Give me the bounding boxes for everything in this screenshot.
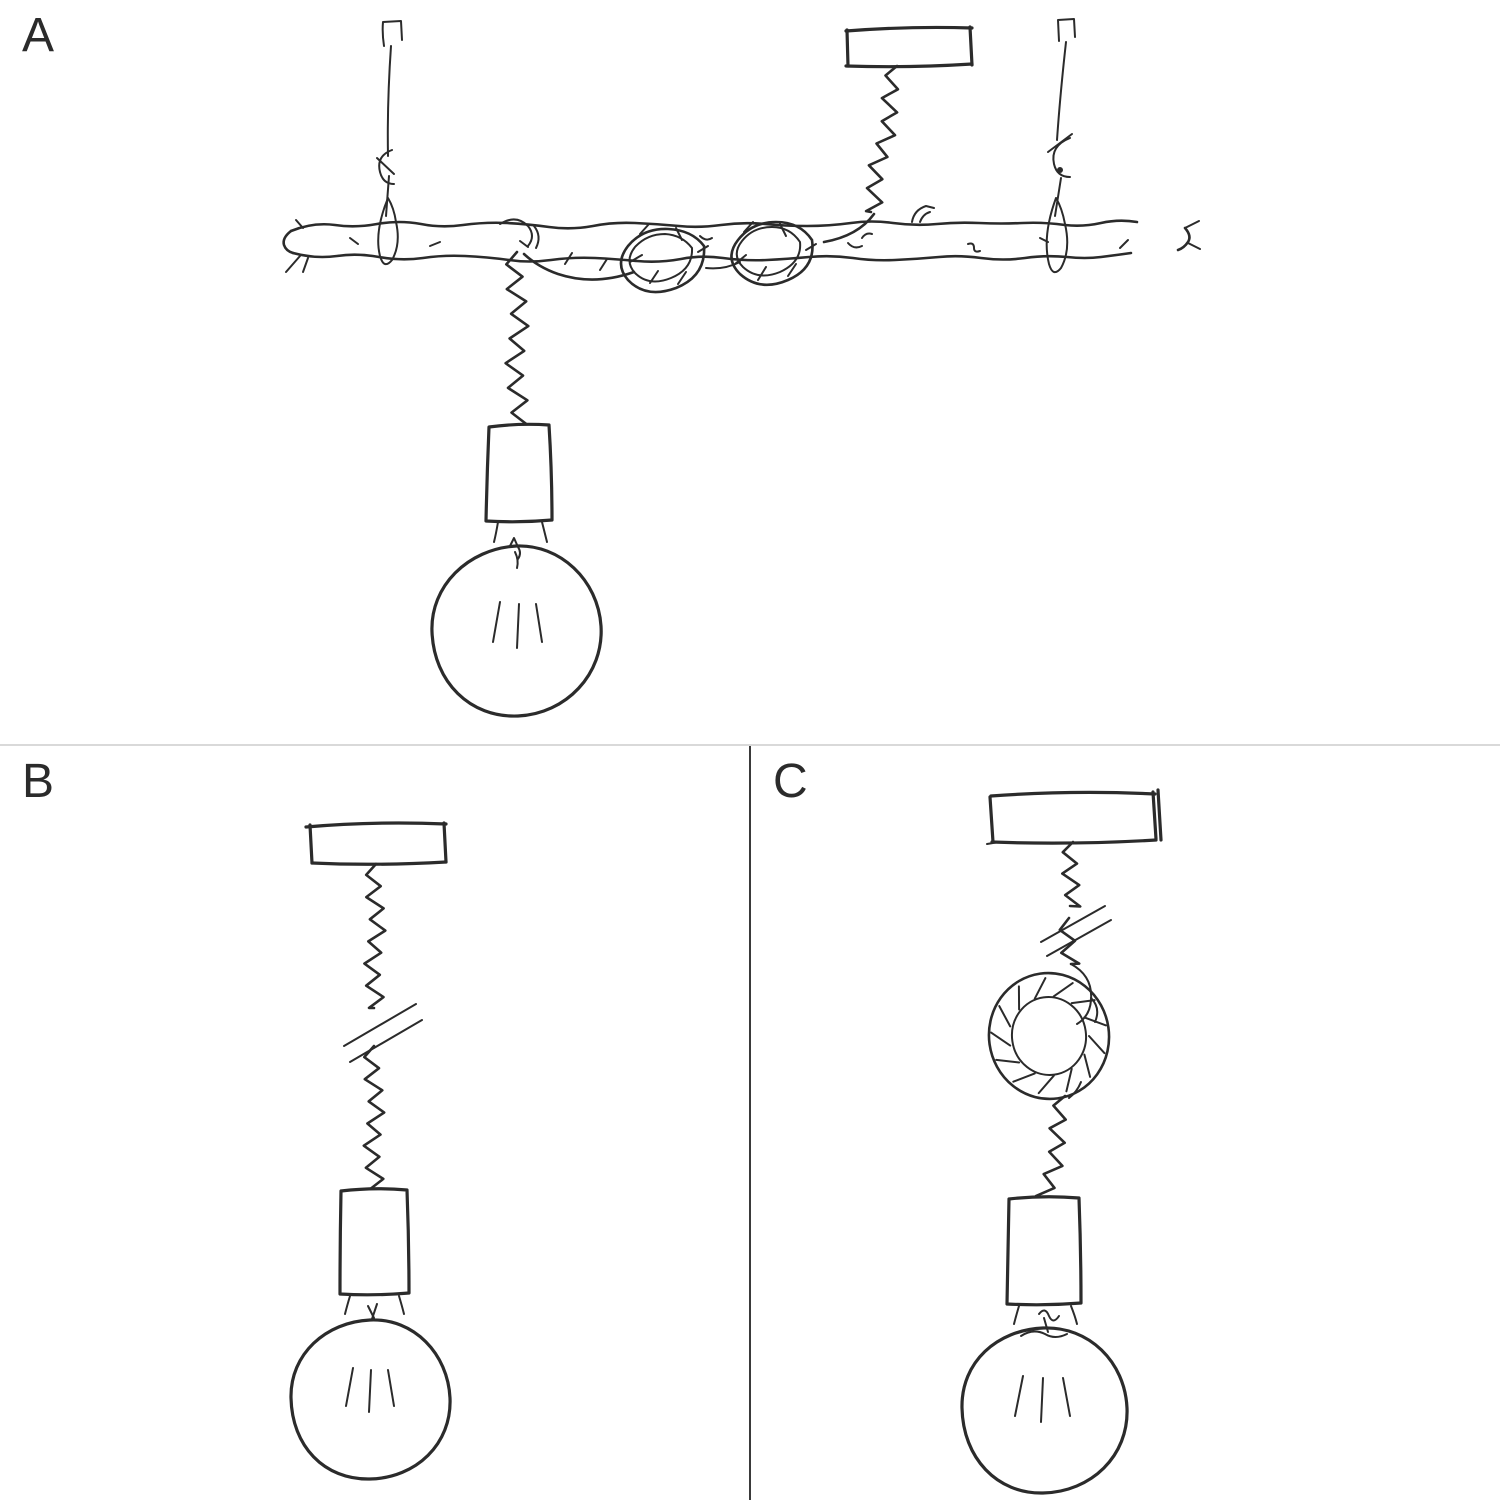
filament-line [387, 1369, 395, 1407]
ceiling-rose [304, 821, 448, 866]
suspension-cable-right [1045, 41, 1073, 274]
pendant-rope-lower [362, 1044, 386, 1192]
filament-line [1062, 1377, 1071, 1417]
lamp-holder [338, 1187, 411, 1297]
rope-break-marks [343, 1003, 423, 1063]
light-bulb [960, 1305, 1129, 1495]
filament-line [516, 603, 520, 649]
panel-a-branch-pendant: A [0, 0, 1500, 744]
lamp-holder [484, 422, 554, 524]
filament-line [535, 603, 543, 643]
filament-line [492, 601, 501, 643]
pendant-rope-upper [1061, 840, 1082, 908]
panel-a-label: A [22, 9, 57, 62]
ceiling-hook-left-icon [381, 20, 403, 47]
pendant-rope-upper [363, 862, 387, 1010]
panel-b-label: B [22, 755, 57, 808]
panel-b-simple-rope-pendant: B [0, 746, 749, 1500]
ceiling-rose [986, 788, 1163, 845]
light-bulb [289, 1295, 452, 1481]
rope-break-marks [1040, 905, 1112, 957]
suspension-cable-left [376, 45, 399, 266]
knotted-rope-pendant-sketch [960, 788, 1163, 1495]
pendant-rope [504, 250, 530, 427]
filament-line [345, 1367, 354, 1407]
pendant-rope-lower [1034, 1094, 1067, 1200]
filament-line [1040, 1377, 1044, 1423]
panel-c-knotted-rope-pendant: C [751, 746, 1500, 1500]
rope-from-rose [864, 64, 900, 214]
horizontal-divider [0, 744, 1500, 746]
light-bulb [430, 521, 603, 718]
ceiling-hook-right-icon [1057, 18, 1076, 42]
panel-c-label: C [773, 755, 810, 808]
branch [282, 205, 1201, 273]
branch-pendant-sketch [282, 18, 1201, 718]
cable-dot [1057, 167, 1063, 173]
filament-line [1014, 1375, 1024, 1417]
pendant-rope-mid [1058, 916, 1081, 966]
filament-line [368, 1369, 372, 1413]
rope-wrap-loops [499, 212, 876, 294]
vertical-divider [749, 746, 751, 1500]
rope-knot [987, 963, 1111, 1101]
rope-pendant-sketch [289, 821, 452, 1481]
lamp-holder [1005, 1195, 1083, 1307]
ceiling-rose-middle [844, 25, 974, 69]
